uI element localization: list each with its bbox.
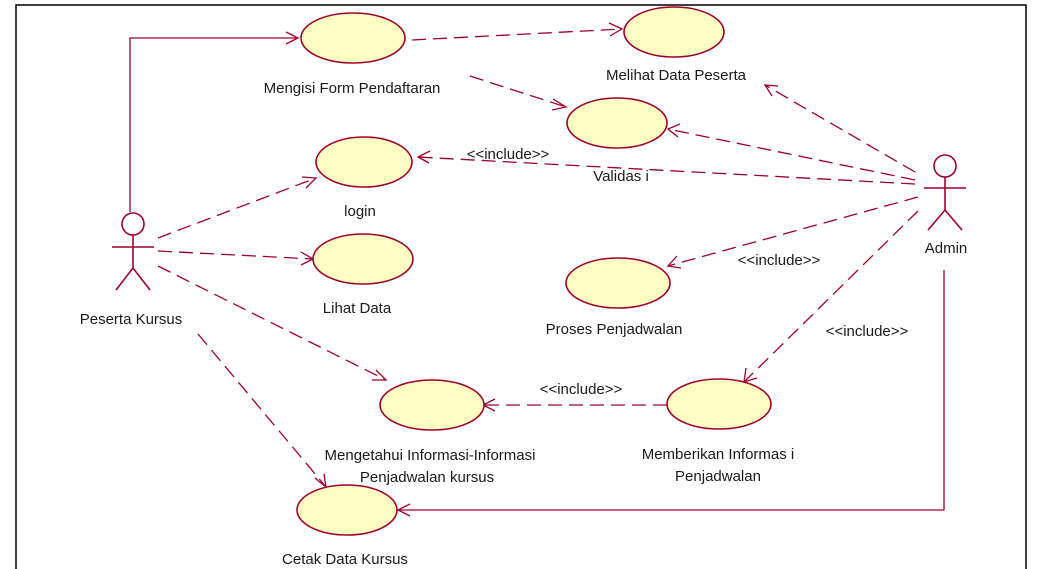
arrowhead <box>551 98 568 111</box>
usecase-oval <box>623 6 725 58</box>
arrowhead <box>416 150 431 164</box>
include-admin-proses <box>667 196 919 267</box>
usecase-oval <box>666 378 772 430</box>
include-admin-memberikan <box>743 210 919 383</box>
usecase-oval <box>300 12 406 64</box>
usecase-label: Mengisi Form Pendaftaran <box>264 80 441 97</box>
assoc-peserta-mengisi-form <box>129 37 298 212</box>
usecase-label: Lihat Data <box>323 300 392 317</box>
usecase-oval <box>379 379 485 431</box>
actor-admin[interactable]: Admin <box>924 154 968 257</box>
assoc-peserta-cetak <box>197 333 327 488</box>
assoc-mengisi-form-validasi <box>469 75 567 108</box>
actor-peserta-kursus[interactable]: Peserta Kursus <box>80 212 183 328</box>
arrowhead <box>301 176 318 189</box>
arrowhead <box>666 123 681 138</box>
usecase-label-line-1: Mengetahui Informasi-Informasi <box>325 447 536 464</box>
usecase-label: Cetak Data Kursus <box>282 551 408 568</box>
diagram-frame <box>15 4 1027 569</box>
assoc-peserta-lihat-data <box>157 250 314 260</box>
usecase-lihat-data[interactable]: Lihat Data <box>312 233 414 317</box>
usecase-login[interactable]: login <box>315 136 413 220</box>
actor-label: Peserta Kursus <box>80 311 183 328</box>
include-label-memberikan: <<include>> <box>826 323 909 340</box>
usecase-label: login <box>344 203 376 220</box>
usecase-melihat-data-peserta[interactable]: Melihat Data Peserta <box>606 6 747 84</box>
include-label-proses: <<include>> <box>738 252 821 269</box>
usecase-mengisi-form-pendaftaran[interactable]: Mengisi Form Pendaftaran <box>264 12 441 97</box>
usecase-label: Validas i <box>593 168 649 185</box>
usecase-validasi[interactable]: Validas i <box>566 97 668 185</box>
usecase-oval <box>312 233 414 285</box>
usecase-label: Proses Penjadwalan <box>546 321 683 338</box>
arrowhead <box>372 369 388 381</box>
assoc-mengisi-form-melihat-data <box>411 28 623 41</box>
usecase-memberikan-informasi[interactable]: Memberikan Informas i Penjadwalan <box>642 378 795 485</box>
arrowhead <box>763 84 779 97</box>
usecase-oval <box>315 136 413 188</box>
arrowhead <box>396 503 411 517</box>
stick-figure-icon <box>924 154 966 231</box>
actor-label: Admin <box>925 240 968 257</box>
arrowhead <box>666 255 682 269</box>
include-label-mengetahui: <<include>> <box>540 381 623 398</box>
usecase-label-line-2: Penjadwalan <box>675 468 761 485</box>
usecase-mengetahui-informasi[interactable]: Mengetahui Informasi-Informasi Penjadwal… <box>325 379 536 486</box>
assoc-admin-cetak <box>398 270 945 511</box>
assoc-peserta-mengetahui <box>157 265 387 381</box>
assoc-admin-validasi <box>667 128 916 181</box>
stick-figure-icon <box>112 212 154 291</box>
usecase-cetak-data-kursus[interactable]: Cetak Data Kursus <box>282 484 408 568</box>
assoc-admin-melihat-data <box>764 84 916 173</box>
usecase-label-line-2: Penjadwalan kursus <box>360 469 494 486</box>
usecase-label: Melihat Data Peserta <box>606 67 747 84</box>
arrowhead <box>285 31 300 45</box>
usecase-oval <box>566 97 668 149</box>
include-label-login: <<include>> <box>467 146 550 163</box>
usecase-oval <box>296 484 398 536</box>
arrowhead <box>608 22 624 37</box>
usecase-oval <box>565 257 671 309</box>
assoc-peserta-login <box>157 177 317 239</box>
usecase-proses-penjadwalan[interactable]: Proses Penjadwalan <box>546 257 683 338</box>
usecase-label-line-1: Memberikan Informas i <box>642 446 795 463</box>
